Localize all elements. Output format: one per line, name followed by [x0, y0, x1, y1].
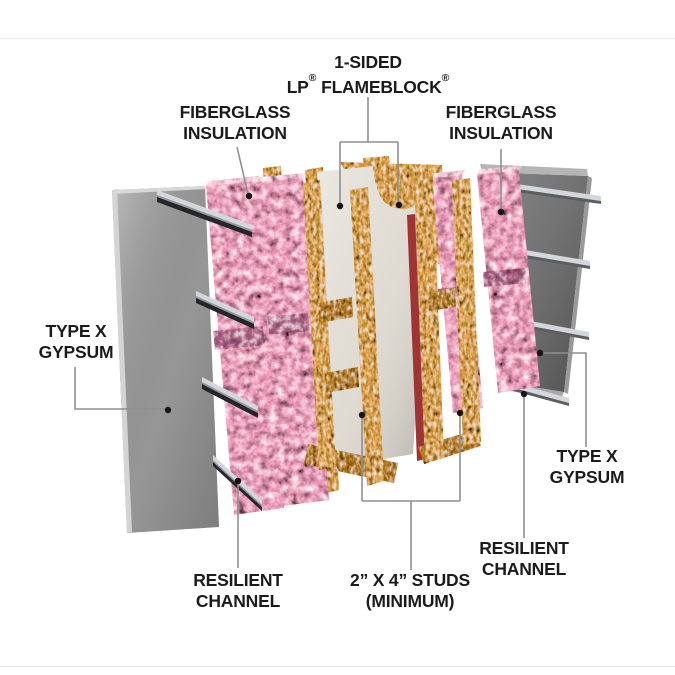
gypsum-panel-left-top-edge: [112, 186, 206, 194]
channel-face: [202, 377, 258, 411]
wood-stud: [303, 180, 336, 470]
callout-dot: [164, 406, 172, 414]
blocking: [325, 367, 359, 393]
callout-dot: [358, 411, 366, 419]
resilient-channel: [157, 190, 252, 237]
label-line: FIBERGLASS: [445, 102, 557, 122]
callout-dot: [520, 390, 528, 398]
label-line: TYPE X: [45, 321, 107, 341]
channel-mid: [196, 296, 254, 324]
gypsum-panel-left-shading: [112, 186, 219, 533]
label-line: FIBERGLASS: [179, 102, 291, 122]
fiberglass-batt-top: [206, 176, 259, 186]
label-line: INSULATION: [183, 123, 287, 143]
gypsum-panel-left: [112, 186, 219, 533]
label-line: TYPE X: [556, 446, 618, 466]
frame-line-bottom: [0, 666, 675, 667]
label-gypsum-right: TYPE X GYPSUM: [550, 446, 625, 488]
callout-dot: [234, 477, 242, 485]
label-gypsum-left: TYPE X GYPSUM: [39, 321, 114, 363]
gypsum-panel-right-top-edge: [480, 164, 588, 176]
center-stud-wall: [303, 156, 448, 486]
label-flameblock: 1-SIDED LP® FLAMEBLOCK®: [287, 52, 450, 98]
callout-dot: [245, 192, 253, 200]
leader-fiberglass-left: [236, 146, 249, 195]
center-studs: [303, 180, 398, 486]
channel-shadow: [196, 298, 254, 329]
resilient-channel: [519, 249, 590, 269]
channel-mid: [202, 382, 258, 413]
batt-gap: [213, 326, 265, 350]
callout-dots: [164, 192, 544, 485]
blocking: [318, 297, 353, 323]
callout-dot: [395, 201, 403, 209]
fiberglass-batt-top: [432, 170, 465, 178]
fiberglass-batt: [206, 181, 284, 515]
wood-stud: [350, 187, 384, 486]
label-line: LP® FLAMEBLOCK®: [286, 72, 450, 97]
batt-gap: [262, 313, 310, 335]
channel-shadow: [506, 386, 569, 406]
label-line: 2” X 4” STUDS: [350, 570, 470, 590]
channel-face: [519, 249, 590, 266]
label-studs: 2” X 4” STUDS (MINIMUM): [350, 570, 470, 612]
batt-gap: [483, 268, 526, 287]
leader-gypsum-left: [74, 367, 166, 410]
callout-dot: [456, 409, 464, 417]
channel-face: [196, 291, 254, 322]
label-line: CHANNEL: [481, 559, 567, 579]
fiberglass-batts-left: [206, 173, 329, 515]
channel-mid: [157, 195, 252, 232]
label-line: (MINIMUM): [365, 591, 455, 611]
frame-line-top: [0, 38, 675, 39]
callout-dot: [497, 208, 505, 216]
gypsum-panel-left-edge: [112, 189, 132, 533]
gypsum-panel-right-side-edge: [564, 176, 592, 394]
label-fiberglass-right: FIBERGLASS INSULATION: [446, 102, 557, 144]
fiberglass-batt: [256, 178, 329, 506]
label-resilient-left: RESILIENT CHANNEL: [193, 570, 283, 612]
leader-studs: [361, 414, 461, 570]
flameblock-red-edge: [407, 214, 425, 461]
wood-stud: [452, 178, 481, 446]
resilient-channel: [202, 377, 258, 418]
channel-face: [157, 190, 252, 230]
right-studs: [414, 174, 481, 464]
leader-lines: [74, 97, 587, 570]
label-line: CHANNEL: [195, 591, 281, 611]
wood-stud: [414, 174, 444, 462]
label-line: RESILIENT: [193, 570, 283, 590]
label-line: GYPSUM: [549, 467, 625, 487]
label-resilient-right: RESILIENT CHANNEL: [479, 538, 569, 580]
channel-shadow: [157, 197, 252, 237]
label-line: 1-SIDED: [334, 52, 402, 72]
leader-flameblock: [339, 97, 399, 205]
fiberglass-batt-top: [477, 166, 522, 174]
label-line: INSULATION: [449, 123, 553, 143]
label-line: RESILIENT: [479, 538, 569, 558]
label-line: GYPSUM: [38, 342, 114, 362]
callout-dot: [536, 349, 544, 357]
callout-dot: [336, 202, 344, 210]
channel-shadow: [202, 384, 258, 418]
right-stud-row: [407, 174, 481, 464]
fiberglass-batt-top: [256, 173, 306, 182]
leader-gypsum-right: [540, 352, 587, 447]
channel-shadow: [519, 254, 590, 269]
blocking: [428, 288, 456, 311]
label-fiberglass-left: FIBERGLASS INSULATION: [180, 102, 291, 144]
resilient-channel: [196, 291, 254, 329]
